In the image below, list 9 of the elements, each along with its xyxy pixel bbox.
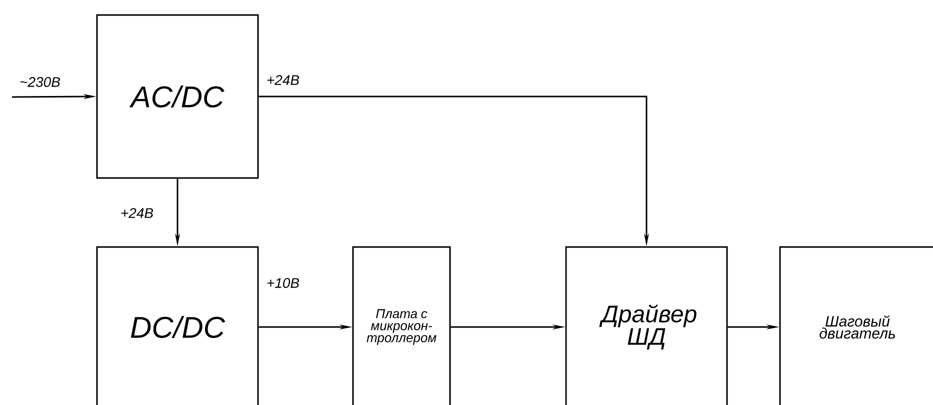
edge-label: +10В bbox=[265, 277, 301, 289]
edge-label: +24В bbox=[265, 74, 301, 86]
process-box: Шаговый двигатель bbox=[779, 246, 933, 405]
edge-label: ~230В bbox=[18, 76, 62, 88]
process-box: AC/DC bbox=[96, 14, 259, 179]
process-box: Драйвер ШД bbox=[565, 246, 728, 405]
edge-label: +24В bbox=[119, 207, 155, 219]
process-box: DC/DC bbox=[96, 246, 259, 405]
process-box: Плата с микрокон- троллером bbox=[352, 246, 451, 405]
